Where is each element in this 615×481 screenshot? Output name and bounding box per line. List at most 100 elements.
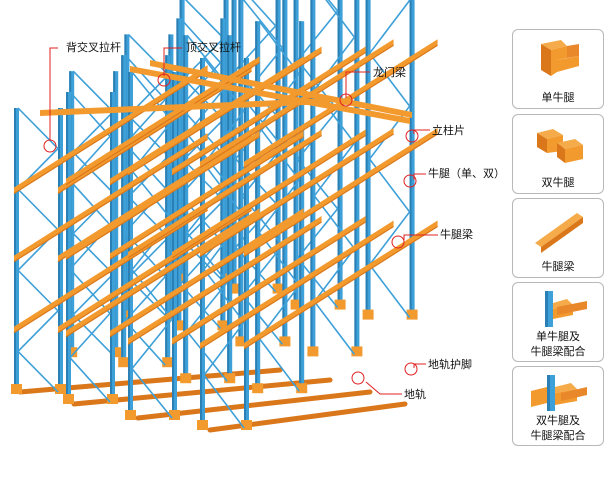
leader-corbel	[413, 173, 426, 180]
frame-bracing	[16, 107, 60, 393]
callout-circle	[391, 235, 405, 249]
corbel-beam	[110, 208, 304, 337]
upright-foot	[307, 346, 319, 357]
upright-foot	[362, 309, 374, 320]
upright-post	[293, 0, 299, 308]
corbel-beam	[110, 130, 304, 260]
single-corbel-icon	[541, 40, 579, 76]
corbel-beam-edge	[243, 133, 438, 257]
component-panel-double-corbel-beam-fit: 双牛腿及 牛腿梁配合	[512, 366, 604, 446]
leader-gantry-beam	[345, 71, 370, 98]
upright-post-shade	[176, 18, 179, 329]
upright-post-shade	[244, 58, 246, 428]
upright-post	[409, 0, 415, 318]
label-ground-rail: 地轨	[404, 387, 426, 401]
panel-label: 牛腿梁	[541, 260, 575, 273]
upright-post-shade	[220, 18, 223, 329]
leader-ground-rail	[365, 381, 402, 395]
upright-post-shade	[121, 55, 124, 366]
upright-foot	[66, 347, 78, 358]
panel-label-line1: 单牛腿及	[536, 330, 580, 343]
upright-post	[282, 0, 288, 345]
upright-post	[255, 21, 261, 392]
corbel-beam-edge	[65, 136, 260, 260]
corbel-beam-edge	[109, 136, 304, 260]
corbel-beam	[128, 216, 322, 345]
upright-post	[310, 0, 316, 355]
upright-foot	[279, 336, 291, 347]
corbel-beam-edge	[13, 138, 208, 263]
gantry-beam	[150, 60, 412, 118]
corbel-beam-edge	[13, 70, 208, 195]
corbel-beam	[172, 216, 366, 345]
upright-post	[113, 71, 119, 356]
upright-post	[176, 18, 182, 329]
corbel-beam-edge	[127, 221, 322, 345]
panel-label-line2: 牛腿梁配合	[530, 345, 586, 358]
upright-post-shade	[299, 21, 302, 392]
corbel-beam	[172, 46, 366, 175]
upright-foot	[55, 384, 66, 394]
callout-circle	[339, 93, 353, 107]
corbel-beam-edge	[57, 209, 252, 334]
corbel-beam-edge	[199, 133, 394, 257]
upright-post	[200, 58, 205, 428]
corbel-beam	[66, 56, 260, 185]
upright-foot	[125, 410, 136, 420]
upright-post-shade	[227, 35, 230, 382]
corbel-beam	[66, 208, 260, 337]
frame-bracing	[68, 91, 112, 403]
upright-post	[168, 34, 174, 319]
leader-back-cross-brace	[49, 47, 58, 140]
upright-foot	[228, 283, 240, 294]
leader-corbel-beam	[403, 234, 438, 240]
upright-foot	[252, 383, 264, 394]
corbel-beam-edge	[57, 70, 252, 195]
upright-foot	[334, 299, 346, 310]
corbel-beam-edge	[13, 209, 208, 334]
corbel-beam-edge	[171, 51, 366, 176]
label-corbel: 牛腿（单、双）	[428, 166, 505, 180]
upright-post-shade	[409, 0, 412, 318]
double-corbel-icon	[537, 129, 583, 163]
label-corbel-beam: 牛腿梁	[440, 227, 473, 241]
panel-label: 双牛腿	[541, 176, 575, 189]
upright-post	[121, 55, 127, 366]
upright-post	[110, 92, 115, 402]
upright-foot	[406, 309, 418, 320]
panel-label-line1: 双牛腿及	[536, 414, 580, 427]
upright-foot	[235, 336, 247, 347]
gantry-beam	[40, 98, 330, 116]
component-panel-single-corbel: 单牛腿	[512, 29, 604, 109]
upright-foot	[107, 394, 118, 404]
upright-post	[337, 0, 343, 308]
upright-post	[244, 58, 249, 428]
corbel-beam-edge	[199, 225, 394, 350]
upright-post	[227, 35, 233, 382]
upright-post	[220, 18, 226, 329]
corbel-beam	[14, 65, 208, 194]
upright-post-shade	[293, 0, 296, 308]
upright-post-shade	[365, 0, 368, 318]
label-upright-frame: 立柱片	[432, 123, 465, 137]
upright-post	[354, 0, 360, 355]
panel-label-line2: 牛腿梁配合	[530, 429, 586, 442]
component-panel-corbel-beam: 牛腿梁	[512, 198, 604, 278]
upright-post-shade	[14, 108, 16, 392]
corbel-beam-icon	[535, 213, 583, 253]
corbel-beam-edge	[171, 135, 366, 259]
upright-post	[58, 108, 63, 392]
label-top-cross-brace: 顶交叉拉杆	[186, 40, 241, 54]
component-panel-single-corbel-beam-fit: 单牛腿及 牛腿梁配合	[512, 282, 604, 362]
upright-foot	[169, 410, 180, 420]
upright-foot	[176, 273, 188, 284]
upright-post-shade	[200, 58, 202, 428]
upright-post-shade	[255, 21, 258, 392]
corbel-beam	[244, 220, 438, 349]
upright-foot	[121, 310, 133, 321]
upright-post	[69, 71, 75, 356]
upright-foot	[162, 357, 174, 368]
upright-post-shade	[58, 108, 60, 392]
corbel-beam	[200, 220, 394, 349]
